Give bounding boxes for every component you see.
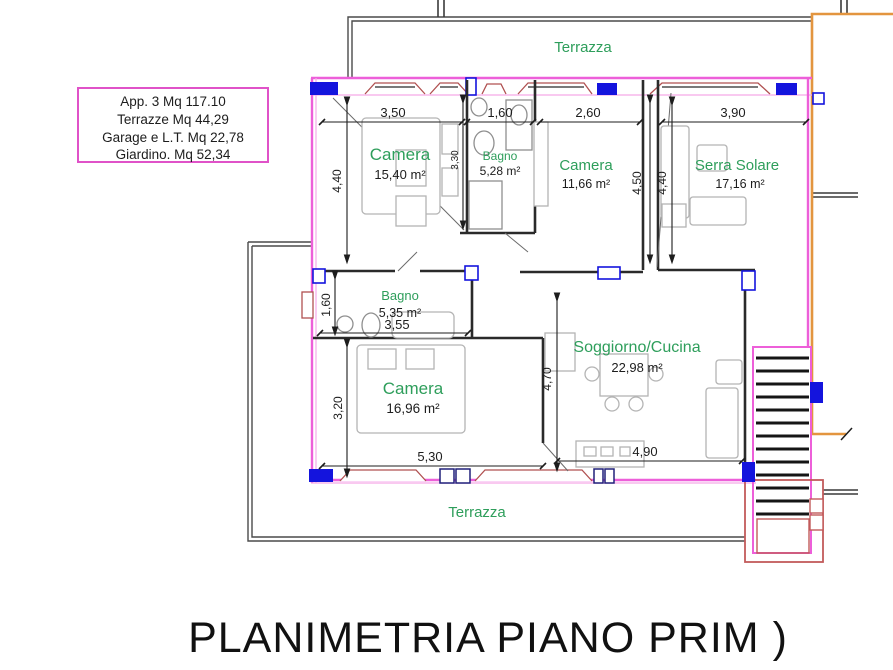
dimension-lines-vertical [331, 94, 676, 479]
terrace-outline-top [347, 16, 812, 77]
staircase [744, 346, 824, 563]
room-label-bagno2: Bagno [381, 288, 419, 303]
room-label-soggiorno: Soggiorno/Cucina [573, 339, 700, 356]
left-wall-niche [301, 291, 314, 319]
dim-bagno1-width: 1,60 [487, 105, 512, 120]
room-area-camera1: 15,40 m² [374, 167, 426, 182]
bottom-wall-window-frames [439, 468, 615, 484]
terrace-top-label: Terrazza [554, 39, 612, 56]
dim-camera3-width: 5,30 [417, 449, 442, 464]
room-label-camera3: Camera [383, 379, 444, 398]
neighbor-structure-lines [437, 0, 858, 495]
dim-serra-height: 4,40 [655, 171, 669, 195]
top-wall-windows [364, 82, 771, 95]
furniture [356, 117, 747, 468]
legend-box: App. 3 Mq 117.10 Terrazze Mq 44,29 Garag… [77, 87, 269, 163]
bottom-wall-windows [339, 469, 593, 482]
interior-walls [313, 80, 755, 462]
room-area-serra: 17,16 m² [715, 177, 764, 191]
dim-soggiorno-width: 4,90 [632, 444, 657, 459]
terrace-outline-bottom [247, 241, 745, 542]
room-area-soggiorno: 22,98 m² [611, 360, 663, 375]
pillar-outlines [312, 92, 825, 291]
dim-center-height: 4,50 [630, 171, 644, 195]
room-area-bagno2: 5,35 m² [379, 306, 421, 320]
room-area-camera2: 11,66 m² [562, 177, 610, 191]
bathroom-fixtures [336, 97, 533, 338]
dim-soggiorno-height: 4,70 [540, 367, 554, 391]
pillars [309, 82, 823, 482]
room-label-bagno1: Bagno [483, 149, 518, 163]
dim-camera1-height: 4,40 [330, 169, 344, 193]
legend-line-3: Garage e L.T. Mq 22,78 [102, 130, 244, 145]
dim-bagno2-width: 3,55 [384, 317, 409, 332]
dim-serra-width: 3,90 [720, 105, 745, 120]
legend-line-4: Giardino. Mq 52,34 [116, 147, 231, 162]
orange-boundary-line [810, 12, 893, 441]
room-area-camera3: 16,96 m² [386, 401, 440, 416]
page-title: PLANIMETRIA PIANO PRIM ) [188, 614, 788, 662]
room-area-bagno1: 5,28 m² [480, 164, 521, 178]
room-label-serra: Serra Solare [695, 157, 779, 174]
dim-camera3-height: 3,20 [331, 396, 345, 420]
room-label-camera2: Camera [559, 157, 613, 174]
dim-bagno2-height: 1,60 [319, 293, 333, 317]
dim-camera1-width: 3,50 [380, 105, 405, 120]
dim-bagno1-height: 3,30 [450, 150, 461, 170]
outer-walls [310, 76, 812, 484]
dim-camera2-width: 2,60 [575, 105, 600, 120]
legend-line-2: Terrazze Mq 44,29 [117, 112, 229, 127]
room-label-camera1: Camera [370, 145, 431, 164]
legend-line-1: App. 3 Mq 117.10 [120, 94, 226, 109]
terrace-bottom-label: Terrazza [448, 504, 506, 521]
